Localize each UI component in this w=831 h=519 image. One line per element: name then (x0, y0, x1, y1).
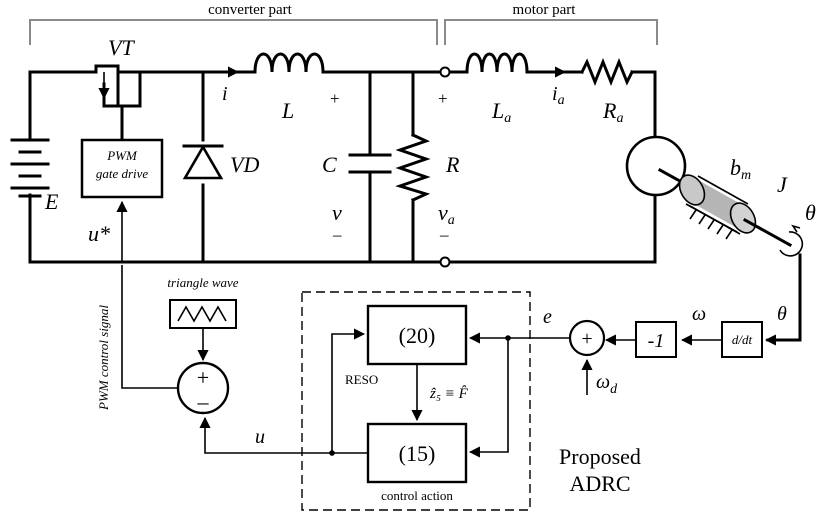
pwm-control-signal-label: PWM control signal (96, 305, 111, 411)
resistor-r-icon (395, 133, 431, 202)
label-e: E (44, 189, 59, 214)
label-theta-feedback: θ (777, 303, 787, 325)
label-i: i (222, 83, 228, 105)
derivative-label: d/dt (732, 332, 753, 347)
rotor-shaft-icon (678, 174, 793, 248)
pwm-gate-drive-line1: PWM (106, 148, 138, 163)
terminal-bottom (439, 256, 451, 268)
label-minus-va: – (439, 225, 449, 244)
adrc-dashed-box (301, 291, 531, 511)
adrc-title-line2: ADRC (569, 471, 630, 496)
label-la: La (491, 98, 511, 126)
inductor-l-icon (253, 52, 325, 74)
control-action-block-label: (15) (399, 441, 436, 466)
pwm-gate-drive-line2: gate drive (96, 166, 149, 181)
label-ustar: u* (88, 221, 110, 246)
theta-feedback-wire (766, 253, 802, 342)
label-u: u (255, 426, 265, 448)
label-vd: VD (230, 152, 259, 177)
label-l: L (281, 98, 294, 123)
label-omega-d: ωd (596, 371, 618, 397)
capacitor-icon (348, 153, 392, 174)
triangle-wave-label: triangle wave (167, 275, 238, 290)
power-circuit (28, 66, 657, 264)
label-theta-motor: θ (805, 200, 816, 225)
reso-label: RESO (345, 372, 378, 387)
inductor-la-icon (465, 52, 529, 74)
converter-part-label: converter part (208, 2, 293, 18)
terminal-top (439, 66, 451, 78)
reso-block-label: (20) (399, 323, 436, 348)
comparator-plus: + (197, 365, 209, 390)
motor-part-label: motor part (513, 2, 577, 18)
control-action-label: control action (381, 488, 453, 503)
battery-icon (10, 138, 50, 198)
motor-part-bracket: motor part (444, 2, 658, 45)
rotation-arrow-icon (779, 231, 804, 257)
pwm-gate-drive-box (80, 138, 164, 199)
label-v: v (332, 200, 342, 225)
sum-junction-plus: + (581, 328, 592, 350)
triangle-wave-block (169, 299, 237, 329)
label-c: C (322, 152, 337, 177)
diode-icon (182, 144, 224, 180)
adrc-title-line1: Proposed (559, 444, 641, 469)
label-plus-v: + (330, 89, 340, 108)
label-ia: ia (552, 83, 565, 108)
resistor-ra-icon (579, 57, 635, 87)
reso-block (366, 304, 468, 366)
label-plus-va: + (438, 89, 448, 108)
label-omega: ω (692, 303, 706, 325)
label-j: J (777, 172, 788, 197)
triangle-wave-icon (177, 305, 227, 323)
rotation-arrowhead-icon (791, 224, 801, 233)
label-estimate: ẑ₅ ≡ F̂ (429, 386, 469, 402)
label-vt: VT (108, 35, 135, 60)
label-va: va (438, 200, 455, 228)
transistor-icon (94, 64, 142, 142)
label-ra: Ra (602, 98, 623, 126)
label-e-error: e (543, 306, 552, 328)
converter-part-bracket: converter part (29, 2, 438, 45)
negation-label: -1 (648, 330, 665, 352)
label-bm: bm (730, 155, 751, 183)
comparator-minus: – (197, 389, 210, 414)
label-minus-v: – (332, 225, 342, 244)
pwm-control-signal-wire (121, 265, 178, 389)
label-r: R (445, 152, 460, 177)
control-action-block (366, 422, 468, 484)
